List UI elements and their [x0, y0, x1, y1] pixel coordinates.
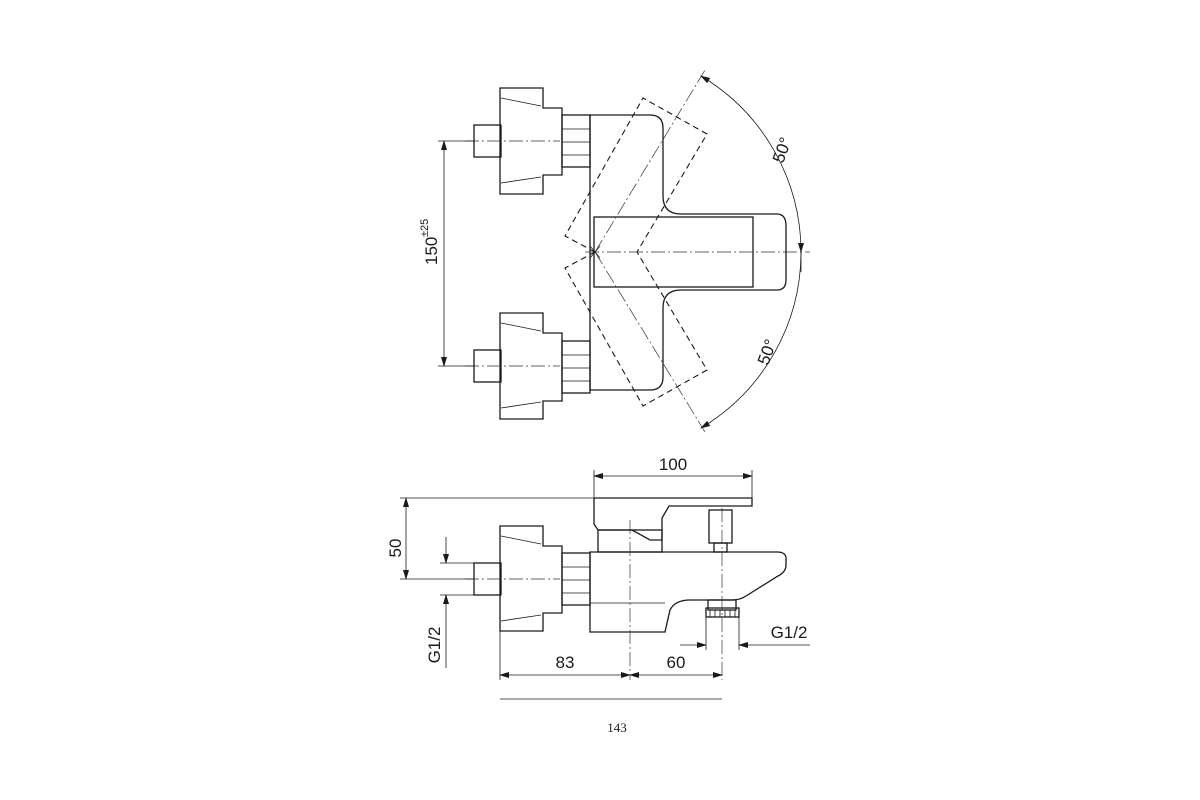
height-label: 50: [386, 539, 405, 558]
center-to-outlet-label: 60: [667, 653, 686, 672]
rotated-handle-outlines: [564, 97, 708, 407]
angle-down-label: 50°: [754, 337, 781, 368]
upper-inlet: [473, 87, 591, 195]
outlet-thread-label: G1/2: [771, 623, 808, 642]
height-dimension: 50: [386, 497, 594, 580]
width-label: 100: [659, 455, 687, 474]
side-view: 100 50 G1/2 G1/2: [386, 455, 810, 735]
angle-up-label: 50°: [769, 135, 796, 166]
width-dimension: 100: [593, 455, 753, 498]
side-inlet: [473, 525, 591, 632]
side-center-lines: [465, 508, 723, 680]
top-view: 150 ±25 50° 50°: [419, 69, 810, 433]
to-center-label: 83: [556, 653, 575, 672]
top-center-lines: [465, 69, 810, 433]
outlet-thread-dimension: G1/2: [680, 617, 810, 650]
spacing-label: 150: [422, 237, 441, 265]
total-length-dimension: 143: [500, 698, 722, 735]
total-length-label: 143: [607, 720, 627, 735]
lengths-dimension: 83 60: [499, 631, 723, 680]
mixer-body: [589, 114, 787, 391]
spacing-tolerance-label: ±25: [419, 219, 431, 237]
spacing-dimension: 150 ±25: [419, 140, 475, 367]
inlet-thread-label: G1/2: [425, 627, 444, 664]
side-body: [589, 497, 787, 633]
inlet-thread-dimension: G1/2: [425, 537, 475, 668]
